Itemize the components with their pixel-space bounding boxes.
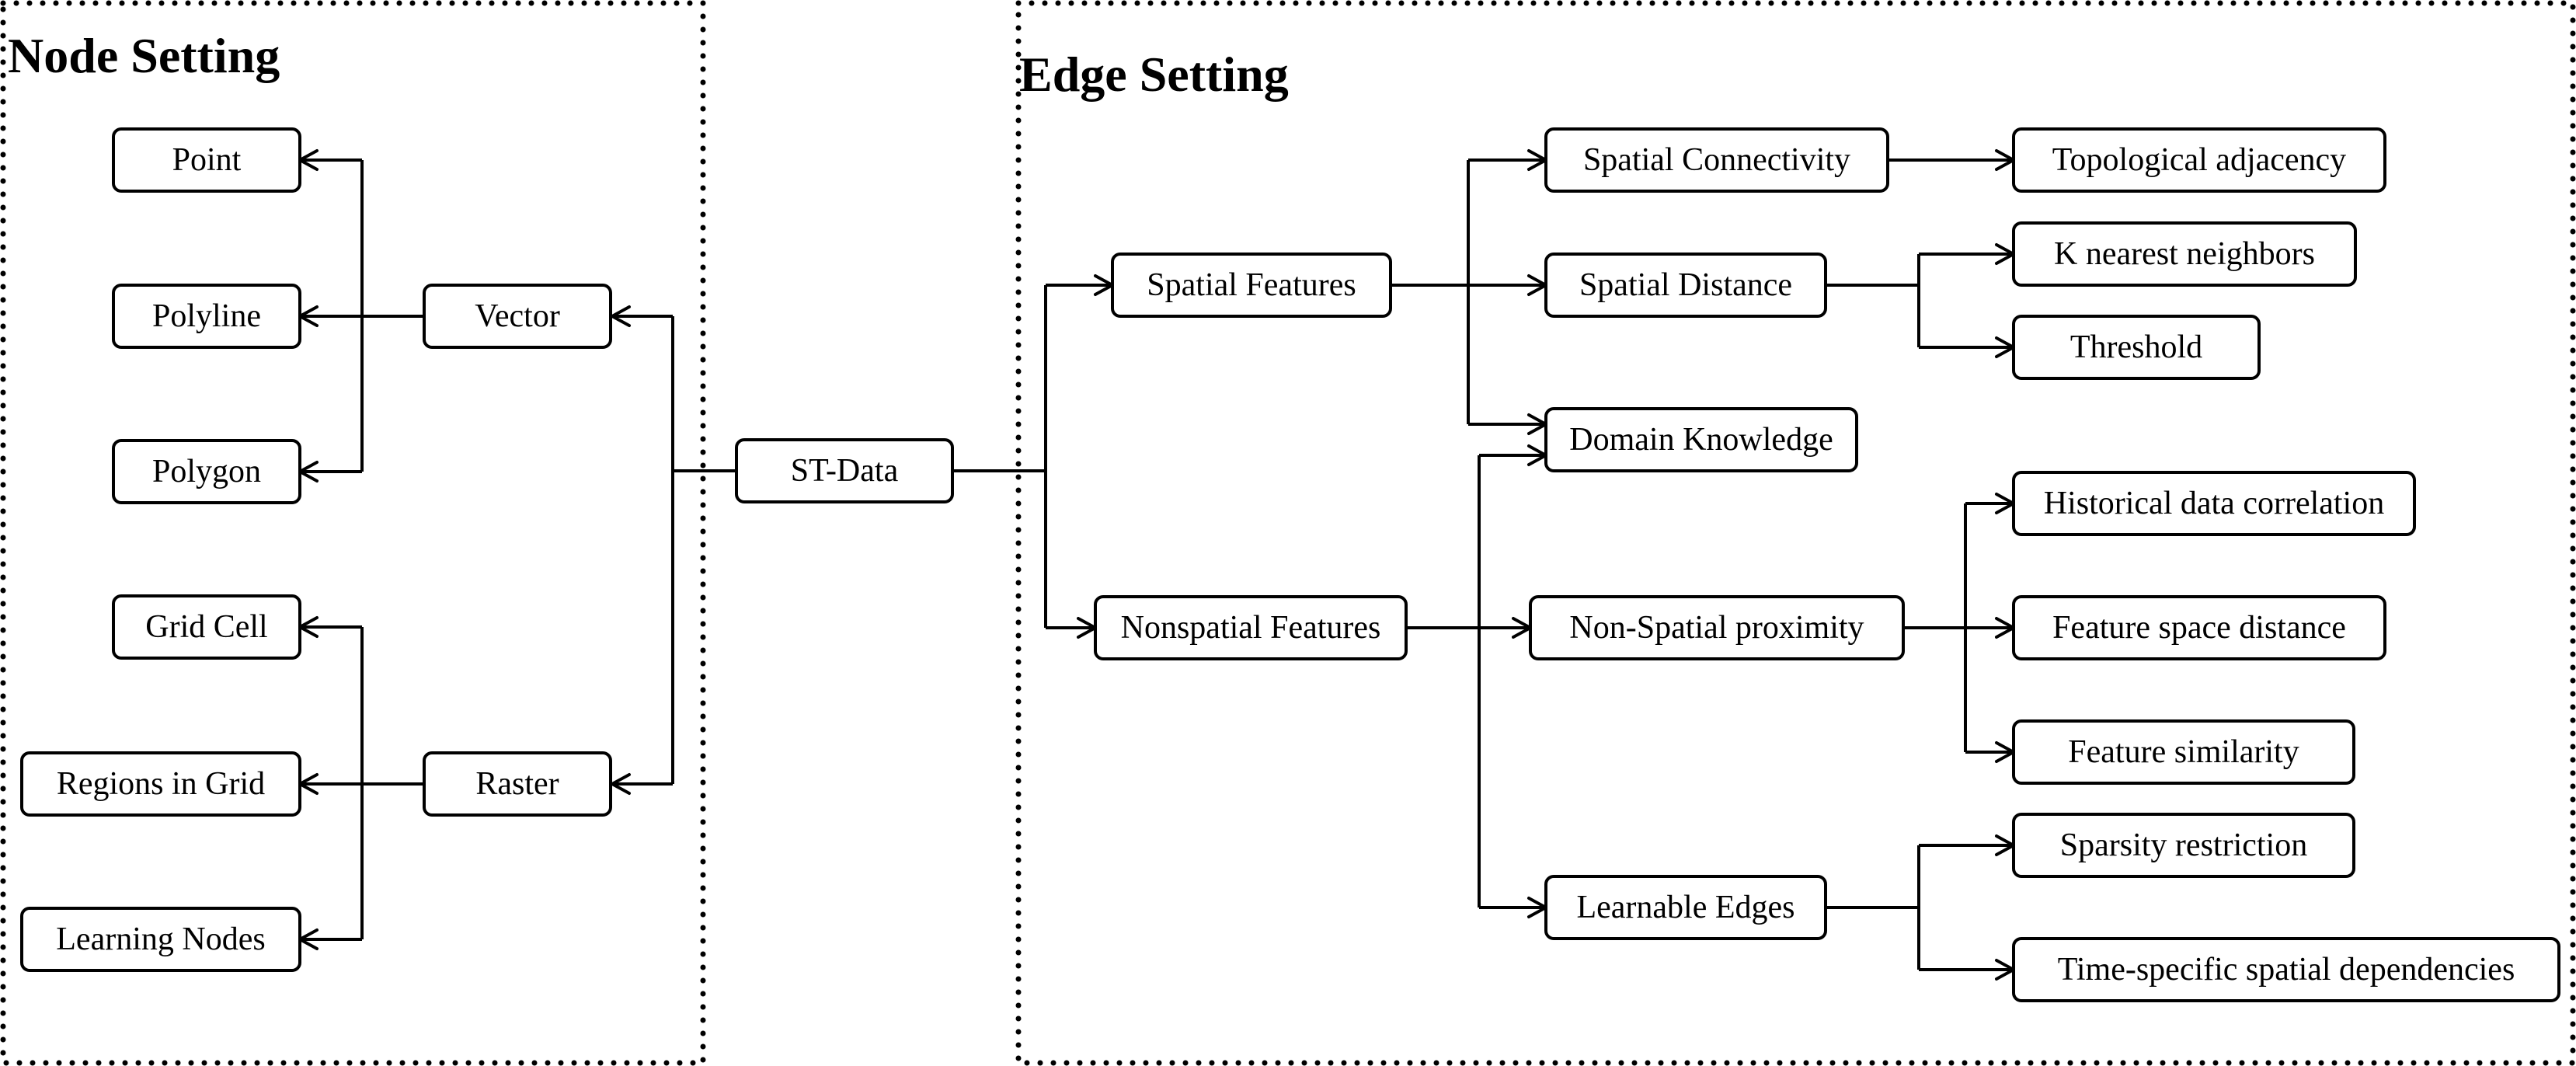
node-polyline-label: Polyline [152, 298, 261, 334]
node-setting-title: Node Setting [8, 28, 280, 83]
node-learning-nodes-label: Learning Nodes [56, 921, 265, 957]
node-non-spatial-proximity: Non-Spatial proximity [1529, 595, 1905, 660]
node-st-data-label: ST-Data [791, 453, 899, 489]
node-feature-similarity: Feature similarity [2012, 719, 2355, 785]
connectors [301, 159, 2012, 971]
node-nonspatial-features-label: Nonspatial Features [1121, 610, 1381, 646]
node-vector: Vector [423, 284, 612, 349]
node-boxes: Point Polyline Polygon Grid Cell Regions… [20, 127, 2560, 1002]
node-vector-label: Vector [475, 298, 560, 334]
node-learning-nodes: Learning Nodes [20, 907, 301, 972]
node-spatial-connectivity-label: Spatial Connectivity [1583, 142, 1850, 178]
node-regions-in-grid-label: Regions in Grid [57, 766, 265, 802]
node-non-spatial-proximity-label: Non-Spatial proximity [1569, 610, 1864, 646]
node-polyline: Polyline [112, 284, 301, 349]
node-spatial-distance-label: Spatial Distance [1579, 267, 1792, 303]
edge-setting-group [1015, 0, 2576, 1066]
node-topological-adjacency-label: Topological adjacency [2052, 142, 2346, 178]
node-st-data: ST-Data [735, 438, 954, 503]
node-time-specific-spatial-dependencies-label: Time-specific spatial dependencies [2058, 952, 2515, 988]
node-domain-knowledge: Domain Knowledge [1544, 407, 1858, 472]
node-raster: Raster [423, 751, 612, 817]
node-point-label: Point [172, 142, 242, 178]
node-spatial-features: Spatial Features [1111, 253, 1392, 318]
node-sparsity-restriction: Sparsity restriction [2012, 813, 2355, 878]
node-regions-in-grid: Regions in Grid [20, 751, 301, 817]
node-sparsity-restriction-label: Sparsity restriction [2060, 827, 2307, 863]
edge-setting-title: Edge Setting [1019, 47, 1289, 102]
node-spatial-connectivity: Spatial Connectivity [1544, 127, 1889, 193]
node-raster-label: Raster [475, 766, 559, 802]
node-threshold-label: Threshold [2070, 329, 2202, 365]
node-setting-group [0, 0, 706, 1066]
node-time-specific-spatial-dependencies: Time-specific spatial dependencies [2012, 937, 2560, 1002]
node-grid-cell: Grid Cell [112, 594, 301, 660]
node-threshold: Threshold [2012, 315, 2261, 380]
node-point: Point [112, 127, 301, 193]
node-k-nearest-neighbors-label: K nearest neighbors [2054, 236, 2315, 272]
node-historical-data-correlation-label: Historical data correlation [2044, 486, 2384, 521]
node-polygon-label: Polygon [152, 454, 261, 489]
node-feature-space-distance: Feature space distance [2012, 595, 2386, 660]
node-grid-cell-label: Grid Cell [145, 609, 267, 645]
node-domain-knowledge-label: Domain Knowledge [1569, 422, 1833, 458]
node-learnable-edges-label: Learnable Edges [1576, 890, 1794, 925]
node-nonspatial-features: Nonspatial Features [1094, 595, 1408, 660]
node-spatial-distance: Spatial Distance [1544, 253, 1827, 318]
node-feature-similarity-label: Feature similarity [2068, 734, 2299, 770]
node-feature-space-distance-label: Feature space distance [2052, 610, 2346, 646]
node-learnable-edges: Learnable Edges [1544, 875, 1827, 940]
node-polygon: Polygon [112, 439, 301, 504]
node-spatial-features-label: Spatial Features [1147, 267, 1356, 303]
node-k-nearest-neighbors: K nearest neighbors [2012, 221, 2357, 287]
node-historical-data-correlation: Historical data correlation [2012, 471, 2416, 536]
node-topological-adjacency: Topological adjacency [2012, 127, 2386, 193]
